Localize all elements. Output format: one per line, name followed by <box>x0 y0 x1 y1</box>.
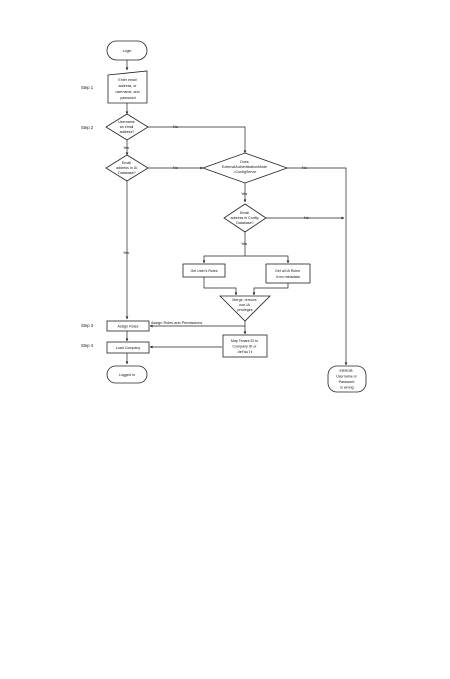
label-ext-auth-yes: Yes <box>241 192 247 196</box>
svg-text:Username an email: Username an email address? <box>118 120 136 134</box>
username-line: an email <box>120 125 134 129</box>
step-1-label: Step 1 <box>81 85 94 90</box>
error-line: Password <box>339 380 355 384</box>
email-config-line: Email <box>240 211 249 215</box>
ext-auth-line: =ConfigServer <box>233 170 257 174</box>
error-line: is wrong <box>340 386 353 390</box>
username-line: Username <box>118 120 135 124</box>
node-email-in-ia: Email address in IA Database? <box>105 154 149 182</box>
enter-line: Enter email <box>118 78 136 82</box>
svg-text:Email address in Config: Email address in Config Database? <box>231 211 260 225</box>
svg-text:Get all IA Roles from me: Get all IA Roles from metadata <box>275 269 301 279</box>
label-username-yes: Yes <box>123 146 129 150</box>
node-username-is-email: Username an email address? <box>105 113 149 141</box>
node-merge: Merge, remove non-IA privileges <box>219 295 271 322</box>
error-line: ERROR: <box>340 369 354 373</box>
enter-line: password <box>120 96 135 100</box>
node-login: Login <box>106 40 148 61</box>
label-email-ia-no: No <box>173 166 178 170</box>
label-email-config-yes: Yes <box>241 242 247 246</box>
username-line: address? <box>120 130 135 134</box>
edges <box>125 60 348 366</box>
get-all-roles-line: from metadata <box>276 275 299 279</box>
load-company-text: Load Company <box>116 346 141 350</box>
svg-text:Enter email address, or: Enter email address, or username, and pa… <box>116 78 141 100</box>
edge-ext-auth-no <box>287 167 348 366</box>
enter-line: username, and <box>116 90 140 94</box>
map-tenant-line: default <box>237 350 252 355</box>
edge-split-left <box>202 255 245 264</box>
merge-line: Merge, remove <box>232 298 256 302</box>
map-tenant-line: Company ID or <box>232 345 257 349</box>
svg-text:Merge, remove non-IA: Merge, remove non-IA privileges <box>232 298 257 312</box>
node-assign-roles: Assign Roles <box>106 320 150 332</box>
node-login-text: Login <box>123 49 132 53</box>
map-tenant-line: Map Tenant ID to <box>231 339 258 343</box>
merge-line: non-IA <box>239 303 250 307</box>
error-line: Username or <box>336 375 358 379</box>
ext-auth-line: Does <box>240 160 249 164</box>
edge-all-roles-to-merge <box>252 283 289 296</box>
node-enter-credentials: Enter email address, or username, and pa… <box>107 70 148 104</box>
node-logged-in: Logged In <box>106 365 148 384</box>
svg-text:ERROR: Username or: ERROR: Username or Password is wrong <box>336 369 358 390</box>
edge-labels: No Yes No Yes No Yes No Yes Assign Roles… <box>123 125 309 325</box>
step-3-label: Step 3 <box>81 323 94 328</box>
email-ia-line: Database? <box>118 171 135 175</box>
email-ia-line: address in IA <box>116 166 138 170</box>
step-labels: Step 1 Step 2 Step 3 Step 4 <box>81 85 94 348</box>
node-load-company: Load Company <box>106 341 150 354</box>
label-username-no: No <box>173 125 178 129</box>
email-ia-line: Email <box>122 161 131 165</box>
label-assign-roles-permissions: Assign Roles and Permissions <box>151 321 202 325</box>
svg-text:Email address in IA: Email address in IA Database? <box>116 161 138 175</box>
email-config-line: address in Config <box>231 216 259 220</box>
label-email-ia-yes: Yes <box>123 251 129 255</box>
svg-text:Map Tenant ID to Company: Map Tenant ID to Company ID or default <box>231 339 259 355</box>
email-config-line: Database? <box>236 221 253 225</box>
edge-split-right <box>245 255 290 264</box>
node-get-user-roles: Get User's Roles <box>182 263 226 278</box>
svg-text:Does ExternalAuthenticat: Does ExternalAuthenticationMode =ConfigS… <box>222 160 268 174</box>
node-get-all-ia-roles: Get all IA Roles from metadata <box>265 263 311 284</box>
node-map-tenant: Map Tenant ID to Company ID or default <box>222 334 268 358</box>
label-ext-auth-no: No <box>302 166 307 170</box>
merge-line: privileges <box>237 308 252 312</box>
step-2-label: Step 2 <box>81 125 94 130</box>
node-ext-auth-mode: Does ExternalAuthenticationMode =ConfigS… <box>201 152 289 184</box>
get-user-roles-text: Get User's Roles <box>190 269 217 273</box>
edge-username-no <box>148 126 247 154</box>
ext-auth-line: ExternalAuthenticationMode <box>222 165 267 169</box>
assign-roles-text: Assign Roles <box>118 325 139 329</box>
enter-line: address, or <box>119 84 138 88</box>
step-4-label: Step 4 <box>81 343 94 348</box>
logged-in-text: Logged In <box>119 373 135 377</box>
node-email-in-config: Email address in Config Database? <box>223 203 267 233</box>
edge-user-roles-to-merge <box>203 277 238 296</box>
node-error: ERROR: Username or Password is wrong <box>327 365 367 393</box>
label-email-config-no: No <box>304 216 309 220</box>
get-all-roles-line: Get all IA Roles <box>275 269 300 273</box>
